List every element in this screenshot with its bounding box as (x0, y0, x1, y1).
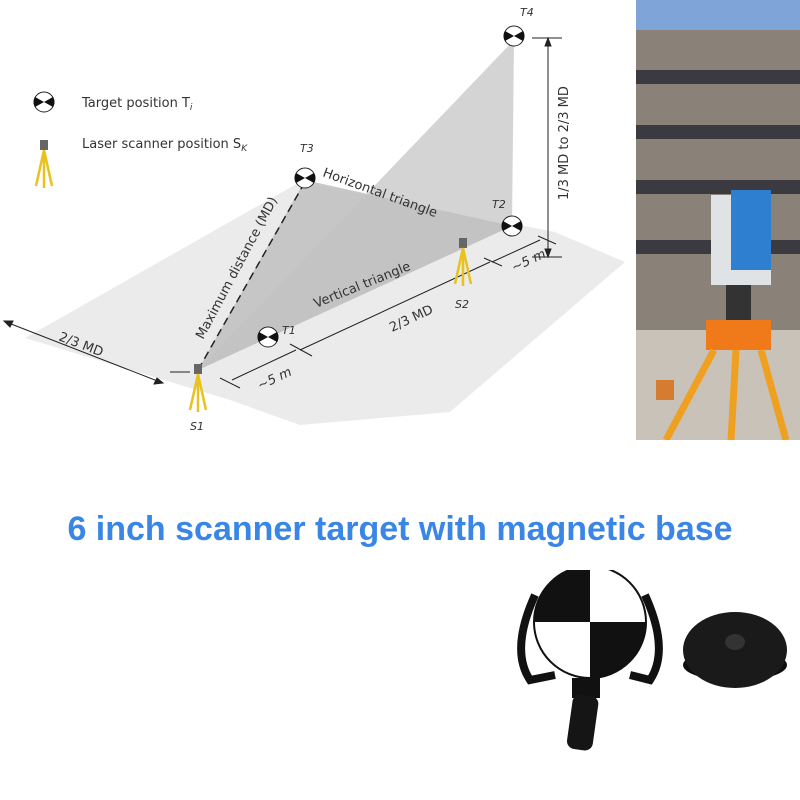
target-icon (503, 25, 525, 47)
height-dimension (532, 36, 562, 259)
left-dimension (2, 320, 190, 385)
legend-scanner: Laser scanner position SK (82, 137, 248, 154)
scanner-label: S2 (455, 298, 469, 311)
target-icon (257, 326, 279, 348)
product-title: 6 inch scanner target with magnetic base (67, 510, 733, 548)
target-label: T1 (282, 324, 296, 337)
target-label: T3 (300, 142, 314, 155)
target-disc (533, 570, 647, 679)
target-icon (294, 167, 316, 189)
scan-layout-diagram: 1/3 MD to 2/3 MD 2/3 MD 2/3 MD ~5 m ~5 m… (2, 6, 625, 433)
height-range-label: 1/3 MD to 2/3 MD (557, 86, 572, 200)
target-legend-icon (33, 91, 55, 113)
target-icon (501, 215, 523, 237)
horizontal-triangle (198, 180, 512, 370)
bottom-dimension (219, 235, 557, 389)
legend-target: Target position Ti (81, 96, 193, 113)
target-label: T4 (520, 6, 534, 19)
magnetic-base (683, 612, 787, 688)
scanner-label: S1 (190, 420, 204, 433)
scanner-legend-icon (34, 138, 54, 190)
scanner-photo (636, 0, 800, 440)
product-photo (517, 570, 787, 751)
max-distance-line (197, 181, 306, 371)
target-label: T2 (492, 198, 506, 211)
